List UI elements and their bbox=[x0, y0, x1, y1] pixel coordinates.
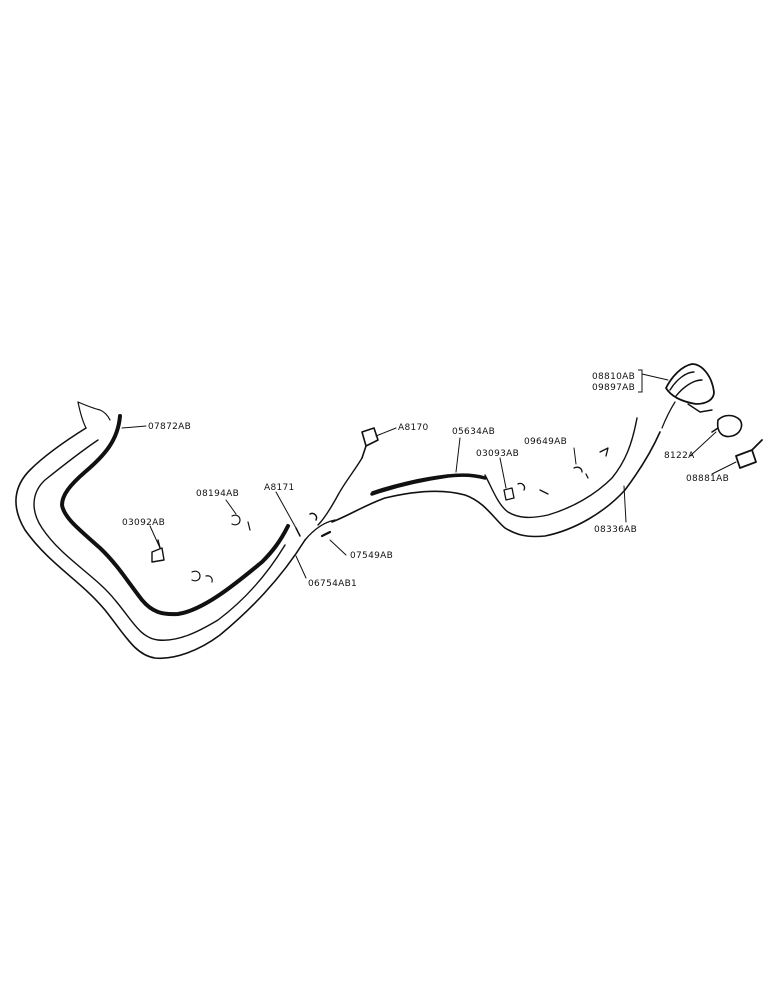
clip-08194AB bbox=[231, 514, 251, 531]
leader-08194AB bbox=[225, 499, 237, 515]
harness-left-start bbox=[77, 401, 111, 421]
connector-A8170 bbox=[361, 427, 379, 459]
label-A8171: A8171 bbox=[264, 483, 295, 493]
label-A8170: A8170 bbox=[398, 423, 429, 433]
leader-08881AB bbox=[711, 461, 737, 475]
wire-05634AB bbox=[370, 473, 487, 496]
clip-right-mid bbox=[539, 489, 549, 495]
leader-08336AB bbox=[623, 485, 627, 523]
label-09897AB: 09897AB bbox=[592, 383, 635, 393]
wire-07872AB bbox=[60, 414, 290, 617]
outer-harness-left bbox=[15, 427, 306, 660]
socket-08881AB bbox=[735, 439, 763, 469]
leader-A8171 bbox=[275, 491, 297, 529]
label-05634AB: 05634AB bbox=[452, 427, 495, 437]
lamp-bracket bbox=[687, 403, 713, 413]
leader-05634AB bbox=[455, 437, 461, 473]
inner-harness-left bbox=[33, 439, 286, 641]
label-08194AB: 08194AB bbox=[196, 489, 239, 499]
outer-harness-right bbox=[331, 431, 661, 538]
leader-08810AB bbox=[641, 373, 669, 381]
leader-A8170 bbox=[375, 427, 397, 437]
label-08336AB: 08336AB bbox=[594, 525, 637, 535]
inner-harness-right-2 bbox=[484, 417, 638, 519]
wire-06754AB1 bbox=[304, 519, 336, 541]
leader-06754AB1 bbox=[295, 555, 307, 579]
lamp-lens bbox=[669, 371, 703, 397]
harness-left-start-2 bbox=[77, 401, 87, 429]
leader-07549AB bbox=[329, 539, 347, 556]
lamp-housing bbox=[665, 363, 715, 405]
bracket-08810AB bbox=[638, 369, 643, 393]
label-03092AB: 03092AB bbox=[122, 518, 165, 528]
label-8122A: 8122A bbox=[664, 451, 695, 461]
leader-8122A bbox=[689, 431, 717, 457]
label-09649AB: 09649AB bbox=[524, 437, 567, 447]
bulb-8122A bbox=[711, 414, 743, 438]
leader-03092AB bbox=[149, 525, 161, 549]
wire-A8170 bbox=[317, 457, 363, 526]
label-08810AB: 08810AB bbox=[592, 372, 635, 382]
label-06754AB1: 06754AB1 bbox=[308, 579, 357, 589]
label-07872AB: 07872AB bbox=[148, 422, 191, 432]
label-08881AB: 08881AB bbox=[686, 474, 729, 484]
label-07549AB: 07549AB bbox=[350, 551, 393, 561]
clip-lower-left bbox=[191, 570, 213, 583]
clip-03093AB bbox=[503, 482, 526, 501]
grommet-07549AB bbox=[320, 530, 332, 538]
clip-09649AB bbox=[573, 466, 589, 479]
clip-A8171 bbox=[295, 512, 318, 537]
wire-lamp bbox=[661, 401, 676, 429]
leader-03093AB bbox=[499, 457, 507, 489]
label-03093AB: 03093AB bbox=[476, 449, 519, 459]
clip-right-top bbox=[599, 447, 609, 457]
leader-09649AB bbox=[573, 447, 577, 465]
leader-07872AB bbox=[121, 425, 147, 429]
